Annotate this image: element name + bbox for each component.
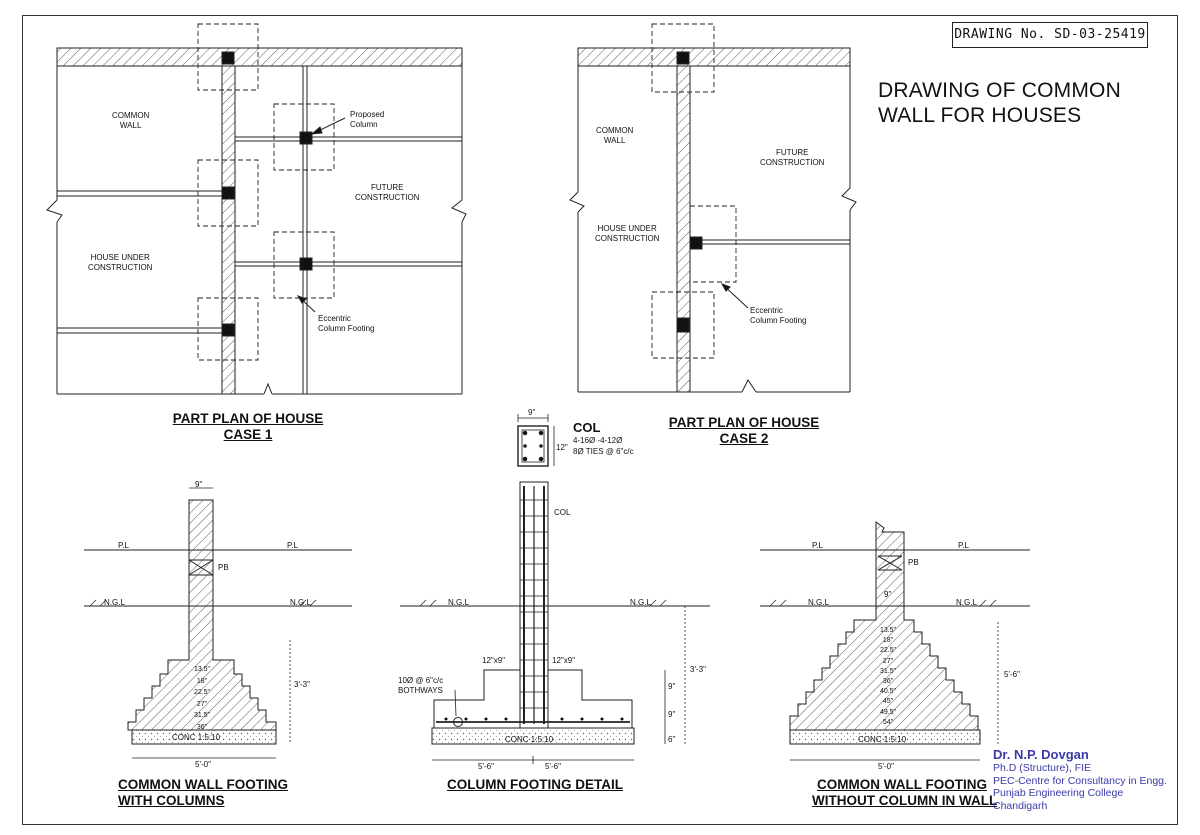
case1-plan — [46, 23, 467, 395]
fwo-ngl-left: N.G.L — [808, 598, 829, 607]
title-line: WALL FOR HOUSES — [878, 104, 1082, 127]
case1-top-wall — [56, 47, 463, 67]
cf-caption: COLUMN FOOTING DETAIL — [447, 777, 623, 792]
case1-column — [221, 51, 235, 65]
case2-column — [689, 236, 703, 250]
main-title: DRAWING OF COMMON WALL FOR HOUSES — [878, 78, 1168, 128]
fwc-pb: PB — [218, 563, 229, 572]
fwo-pl-left: P.L — [812, 541, 823, 550]
col-section-title: COL — [573, 420, 601, 435]
fwo-depth: 5'-6" — [1004, 670, 1020, 679]
fwo-step-dims: 13.5"18" 22.5"27" 31.5"36" 40.5"45" 49.5… — [879, 627, 897, 726]
fwc-pl-right: P.L — [287, 541, 298, 550]
fwo-pl-right: P.L — [958, 541, 969, 550]
col-section-depth: 12" — [556, 443, 568, 452]
case2-column — [676, 317, 690, 333]
fwc-ngl-right: N.G.L — [290, 598, 311, 607]
cf-dim-3: 6" — [668, 735, 676, 744]
drawing-number-box: DRAWING No. SD-03-25419 — [952, 22, 1148, 48]
fwo-conc: CONC 1:5:10 — [858, 735, 907, 744]
fwc-wall-width: 9" — [195, 480, 203, 489]
footing-without-column — [760, 521, 1030, 761]
col-section-width: 9" — [528, 408, 536, 417]
fwo-wall-width: 9" — [884, 590, 892, 599]
cf-conc: CONC 1:5:10 — [505, 735, 554, 744]
fwc-depth: 3'-3" — [294, 680, 310, 689]
cf-half-width-left: 5'-6" — [478, 762, 494, 771]
case1-column — [221, 186, 235, 200]
fwc-ngl-left: N.G.L — [104, 598, 125, 607]
case1-column — [221, 323, 235, 337]
engineer-line: PEC-Centre for Consultancy in Engg. — [993, 774, 1167, 787]
engineer-line: Punjab Engineering College — [993, 787, 1124, 799]
case1-proposed-column — [299, 257, 313, 271]
fwo-base-width: 5'-0" — [878, 762, 894, 771]
fwo-pb: PB — [908, 558, 919, 567]
column-section-detail — [517, 414, 555, 467]
cf-ngl-left: N.G.L — [448, 598, 469, 607]
cf-pedestal-left: 12"x9" — [482, 656, 506, 665]
col-section-reinforcement: 4-16Ø -4-12Ø — [573, 436, 623, 445]
case1-common-wall — [221, 65, 236, 395]
fwc-step-dims: 13.5"18" 22.5"27" 31.5"36" — [193, 666, 211, 731]
title-line: DRAWING OF COMMON — [878, 79, 1121, 102]
engineer-line: Ph.D (Structure), FIE — [993, 762, 1092, 774]
fwc-pl-left: P.L — [118, 541, 129, 550]
cf-total-depth: 3'-3" — [690, 665, 706, 674]
engineer-line: Chandigarh — [993, 799, 1048, 812]
engineer-signature: Dr. N.P. Dovgan Ph.D (Structure), FIE PE… — [993, 747, 1193, 812]
fwc-conc: CONC 1:5:10 — [172, 733, 221, 742]
case2-column — [676, 51, 690, 65]
footing-with-columns — [84, 487, 352, 759]
column-footing — [400, 481, 710, 764]
cf-ngl-right: N.G.L — [630, 598, 651, 607]
case1-proposed-column — [299, 131, 313, 145]
engineer-name: Dr. N.P. Dovgan — [993, 747, 1089, 762]
case2-plan — [569, 23, 857, 393]
cf-col-label: COL — [554, 508, 571, 517]
cf-dim-1: 9" — [668, 682, 676, 691]
fwo-ngl-right: N.G.L — [956, 598, 977, 607]
fwc-base-width: 5'-0" — [195, 760, 211, 769]
cf-dim-2: 9" — [668, 710, 676, 719]
cf-pedestal-right: 12"x9" — [552, 656, 576, 665]
cf-half-width-right: 5'-6" — [545, 762, 561, 771]
sheet-border — [22, 15, 1178, 825]
col-section-ties: 8Ø TIES @ 6"c/c — [573, 447, 634, 456]
